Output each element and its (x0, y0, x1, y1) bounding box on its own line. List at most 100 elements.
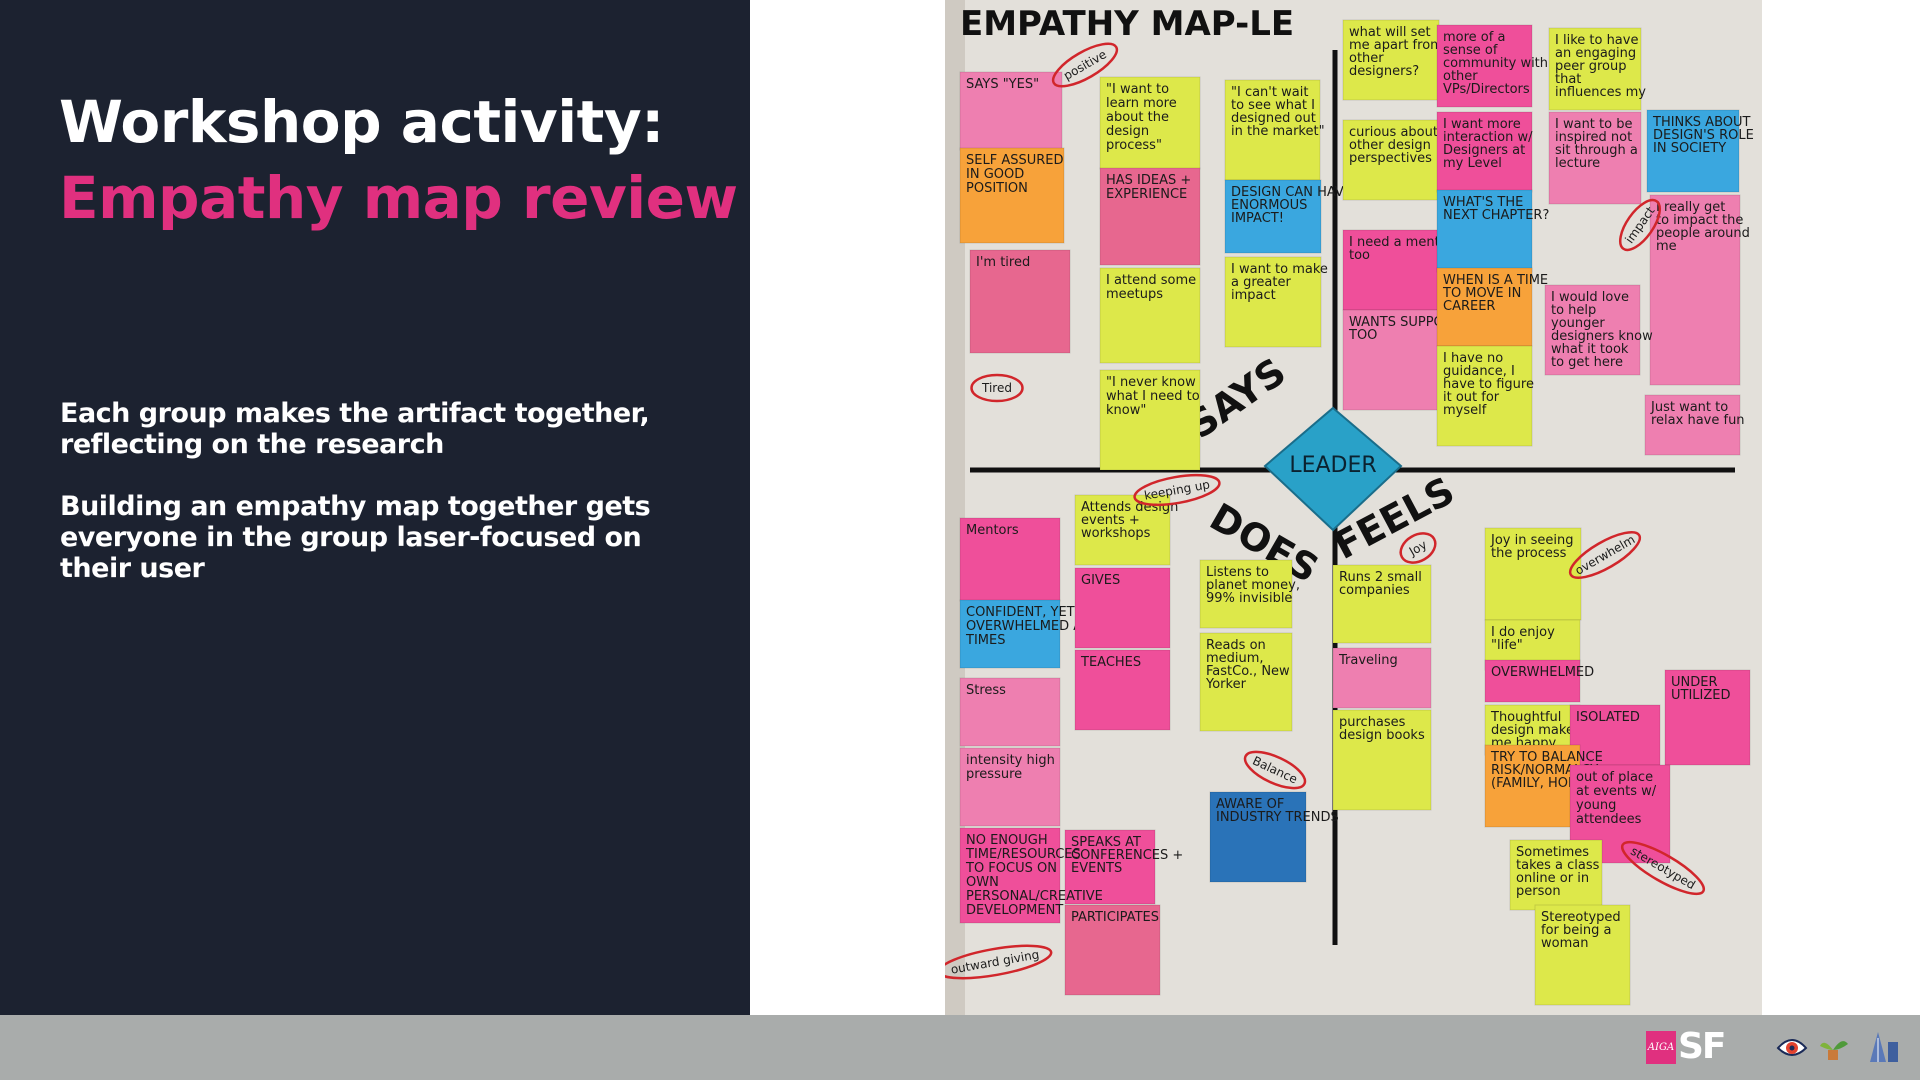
left-text-panel: Workshop activity: Empathy map review Ea… (0, 0, 750, 1015)
sticky-note: HAS IDEAS +EXPERIENCE (1099, 167, 1201, 266)
leader-label: LEADER (1289, 453, 1376, 478)
empathy-map-drawing: EMPATHY MAP-LE LEADER SAYS DOES FEELS SA… (945, 0, 1762, 1015)
sticky-note-text: Mentors (966, 523, 1019, 538)
sticky-note-text: Traveling (1338, 653, 1398, 668)
sticky-note-text: TEACHES (1080, 655, 1141, 670)
aiga-logo: AIGA (1646, 1031, 1676, 1064)
sticky-note: TEACHES (1074, 649, 1171, 731)
leader-diamond: LEADER (1263, 406, 1403, 532)
circled-label-text: Tired (981, 381, 1012, 395)
sticky-note: SAYS "YES" (959, 71, 1063, 151)
empathy-map-photo: EMPATHY MAP-LE LEADER SAYS DOES FEELS SA… (945, 0, 1762, 1015)
sticky-note-text: HAS IDEAS +EXPERIENCE (1106, 173, 1191, 202)
body-paragraph-2: Building an empathy map together gets ev… (60, 491, 651, 584)
sticky-note-text: I do enjoy"life" (1491, 625, 1555, 653)
map-heading: EMPATHY MAP-LE (960, 4, 1294, 44)
sticky-note-text: SAYS "YES" (966, 77, 1039, 92)
sticky-note-text: ISOLATED (1576, 710, 1640, 725)
footer-bar (0, 1015, 1920, 1080)
slide-subtitle: Empathy map review (59, 164, 738, 232)
circled-label: Tired (970, 373, 1024, 403)
sf-logo: SF (1678, 1026, 1727, 1067)
sticky-note: OVERWHELMED (1484, 659, 1594, 703)
eye-icon (1776, 1039, 1808, 1056)
sticky-note: PARTICIPATES (1064, 904, 1161, 996)
sticky-note-text: Stress (966, 683, 1006, 698)
sticky-note: Mentors (959, 517, 1061, 602)
sticky-note-text: I'm tired (976, 255, 1030, 270)
partner-logos (1776, 1032, 1898, 1062)
sticky-note: GIVES (1074, 567, 1171, 649)
sticky-note: I'm tired (969, 249, 1071, 354)
sticky-note: Traveling (1332, 647, 1432, 709)
plant-icon (1820, 1041, 1848, 1060)
building-icon (1870, 1032, 1898, 1062)
slide-title: Workshop activity: (59, 88, 664, 156)
sticky-note-text: OVERWHELMED (1491, 665, 1594, 680)
sticky-note: Stress (959, 677, 1061, 747)
